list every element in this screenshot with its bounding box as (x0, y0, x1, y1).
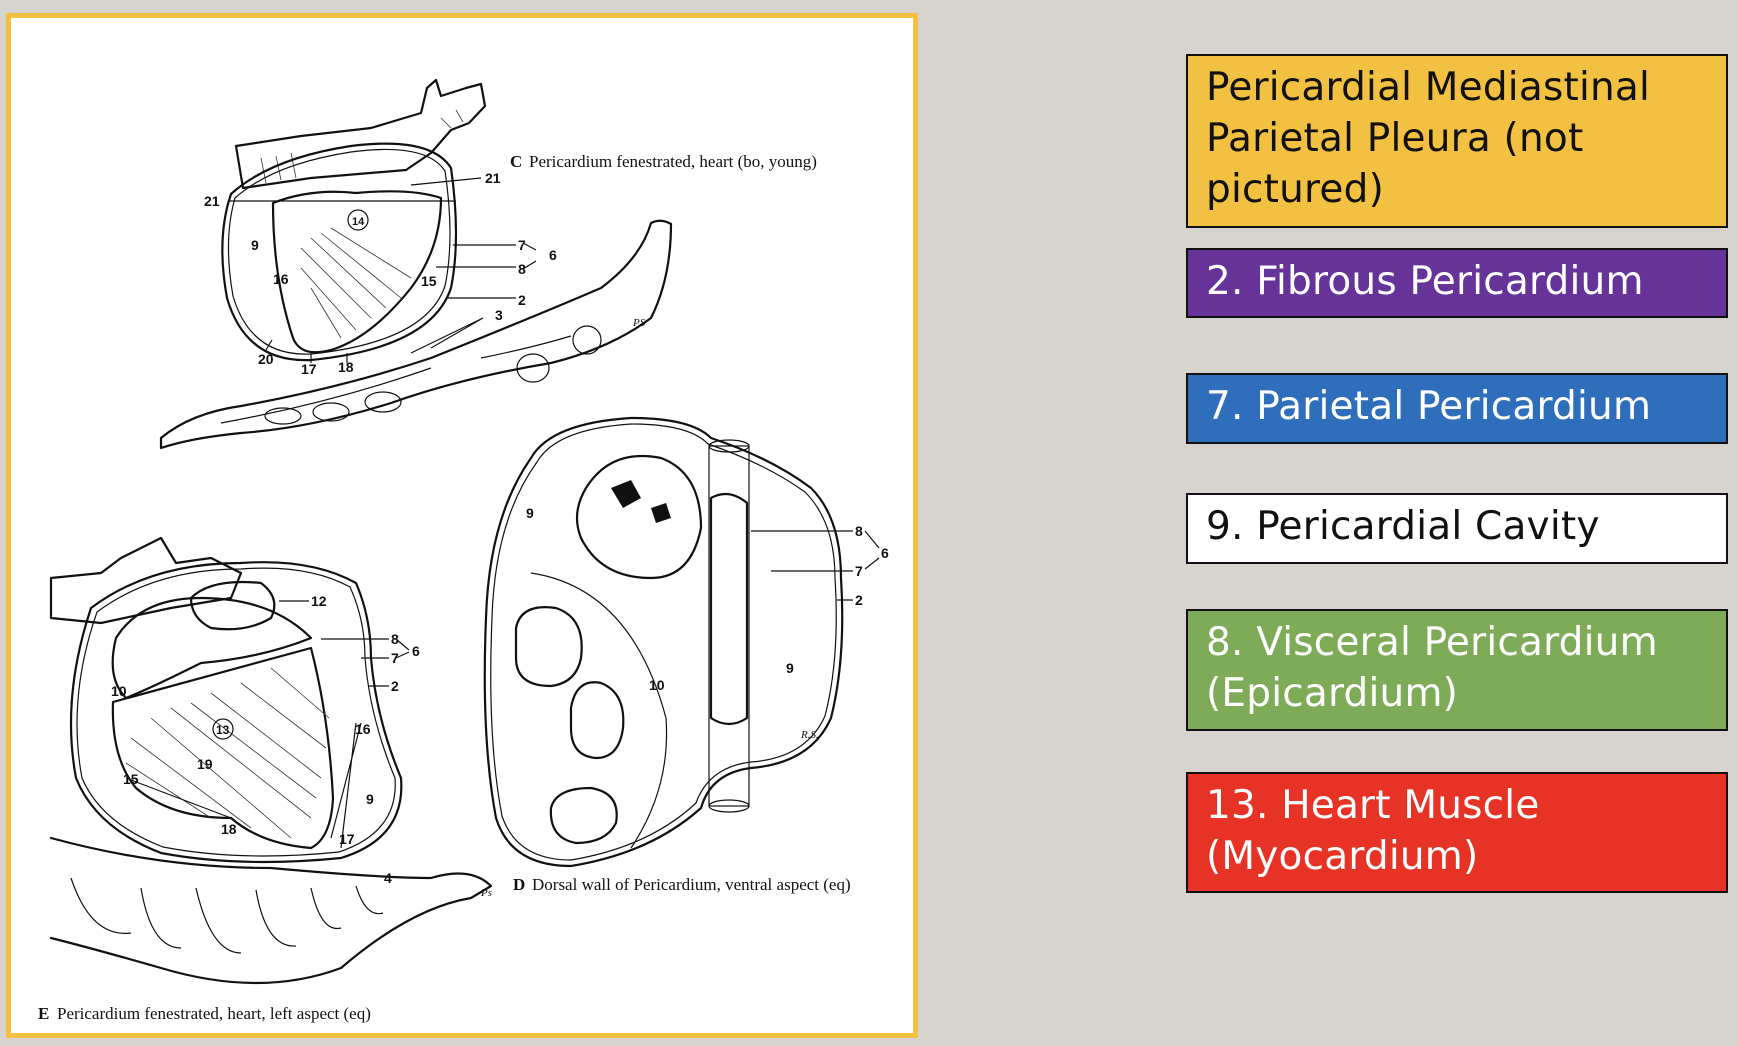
diagram-d-label: 8 (855, 523, 863, 539)
diagram-c-label: 15 (421, 273, 437, 289)
caption-d-text: Dorsal wall of Pericardium, ventral aspe… (532, 875, 851, 894)
diagram-c-label: 9 (251, 237, 259, 253)
legend-label: 8. Visceral Pericardium (Epicardium) (1206, 620, 1658, 716)
diagram-c-label: 2 (518, 292, 526, 308)
diagram-c-label: 21 (485, 170, 501, 186)
pericardium-illustration: 21 21 9 14 7 6 8 16 15 2 3 20 17 18 PS C… (38, 78, 889, 1023)
diagram-d-label: 7 (855, 563, 863, 579)
legend-parietal-pericardium: 7. Parietal Pericardium (1186, 373, 1728, 444)
diagram-d-label: 2 (855, 592, 863, 608)
diagram-e-label: 10 (111, 683, 127, 699)
legend-visceral-pericardium: 8. Visceral Pericardium (Epicardium) (1186, 609, 1728, 731)
diagram-c-label: 16 (273, 271, 289, 287)
caption-c-text: Pericardium fenestrated, heart (bo, youn… (529, 152, 817, 171)
diagram-d-label: 9 (526, 505, 534, 521)
diagram-e-label: 7 (391, 650, 399, 666)
diagram-c: 21 21 9 14 7 6 8 16 15 2 3 20 17 18 PS C… (159, 78, 817, 450)
diagram-d-label: 6 (881, 545, 889, 561)
diagram-e-label: 13 (216, 723, 230, 737)
diagram-e-label: 16 (355, 721, 371, 737)
diagram-e-label: 19 (197, 756, 213, 772)
signature-d: R.S. (800, 729, 819, 741)
diagram-c-label: 14 (352, 216, 365, 228)
diagram-d-label: 10 (649, 677, 665, 693)
legend-heart-muscle: 13. Heart Muscle (Myocardium) (1186, 772, 1728, 893)
diagram-e-label: 12 (311, 593, 327, 609)
diagram-d: 9 8 6 7 2 10 9 R.S. D Dorsal wall of Per… (483, 416, 889, 894)
anatomy-figure: 21 21 9 14 7 6 8 16 15 2 3 20 17 18 PS C… (6, 13, 918, 1038)
legend-label: 9. Pericardial Cavity (1206, 504, 1600, 549)
diagram-e-label: 8 (391, 631, 399, 647)
legend-label: 2. Fibrous Pericardium (1206, 259, 1644, 304)
diagram-e-label: 15 (123, 771, 139, 787)
legend-label: 13. Heart Muscle (Myocardium) (1206, 783, 1540, 879)
signature-e: Ps (480, 887, 492, 899)
diagram-c-label: 17 (301, 361, 317, 377)
diagram-c-label: 6 (549, 247, 557, 263)
diagram-c-label: 18 (338, 359, 354, 375)
diagram-e-label: 9 (366, 791, 374, 807)
diagram-e-label: 17 (339, 831, 355, 847)
signature-c: PS (632, 317, 646, 329)
diagram-c-label: 20 (258, 351, 274, 367)
diagram-e-label: 18 (221, 821, 237, 837)
caption-d-letter: D (513, 875, 525, 894)
diagram-e-label: 4 (384, 870, 392, 886)
diagram-e: 12 8 6 7 2 10 13 16 19 15 9 18 17 4 Ps E… (38, 536, 493, 1023)
legend-mediastinal-pleura: Pericardial Mediastinal Parietal Pleura … (1186, 54, 1728, 228)
legend-label: Pericardial Mediastinal Parietal Pleura … (1206, 65, 1651, 212)
legend-pericardial-cavity: 9. Pericardial Cavity (1186, 493, 1728, 564)
diagram-e-label: 2 (391, 678, 399, 694)
caption-e-letter: E (38, 1004, 49, 1023)
legend-label: 7. Parietal Pericardium (1206, 384, 1652, 429)
caption-c-letter: C (510, 152, 522, 171)
diagram-c-label: 3 (495, 307, 503, 323)
diagram-c-label: 8 (518, 261, 526, 277)
legend-fibrous-pericardium: 2. Fibrous Pericardium (1186, 248, 1728, 318)
diagram-e-label: 6 (412, 643, 420, 659)
diagram-d-label: 9 (786, 660, 794, 676)
diagram-c-label: 21 (204, 193, 220, 209)
caption-e-text: Pericardium fenestrated, heart, left asp… (57, 1004, 371, 1023)
diagram-c-label: 7 (518, 237, 526, 253)
